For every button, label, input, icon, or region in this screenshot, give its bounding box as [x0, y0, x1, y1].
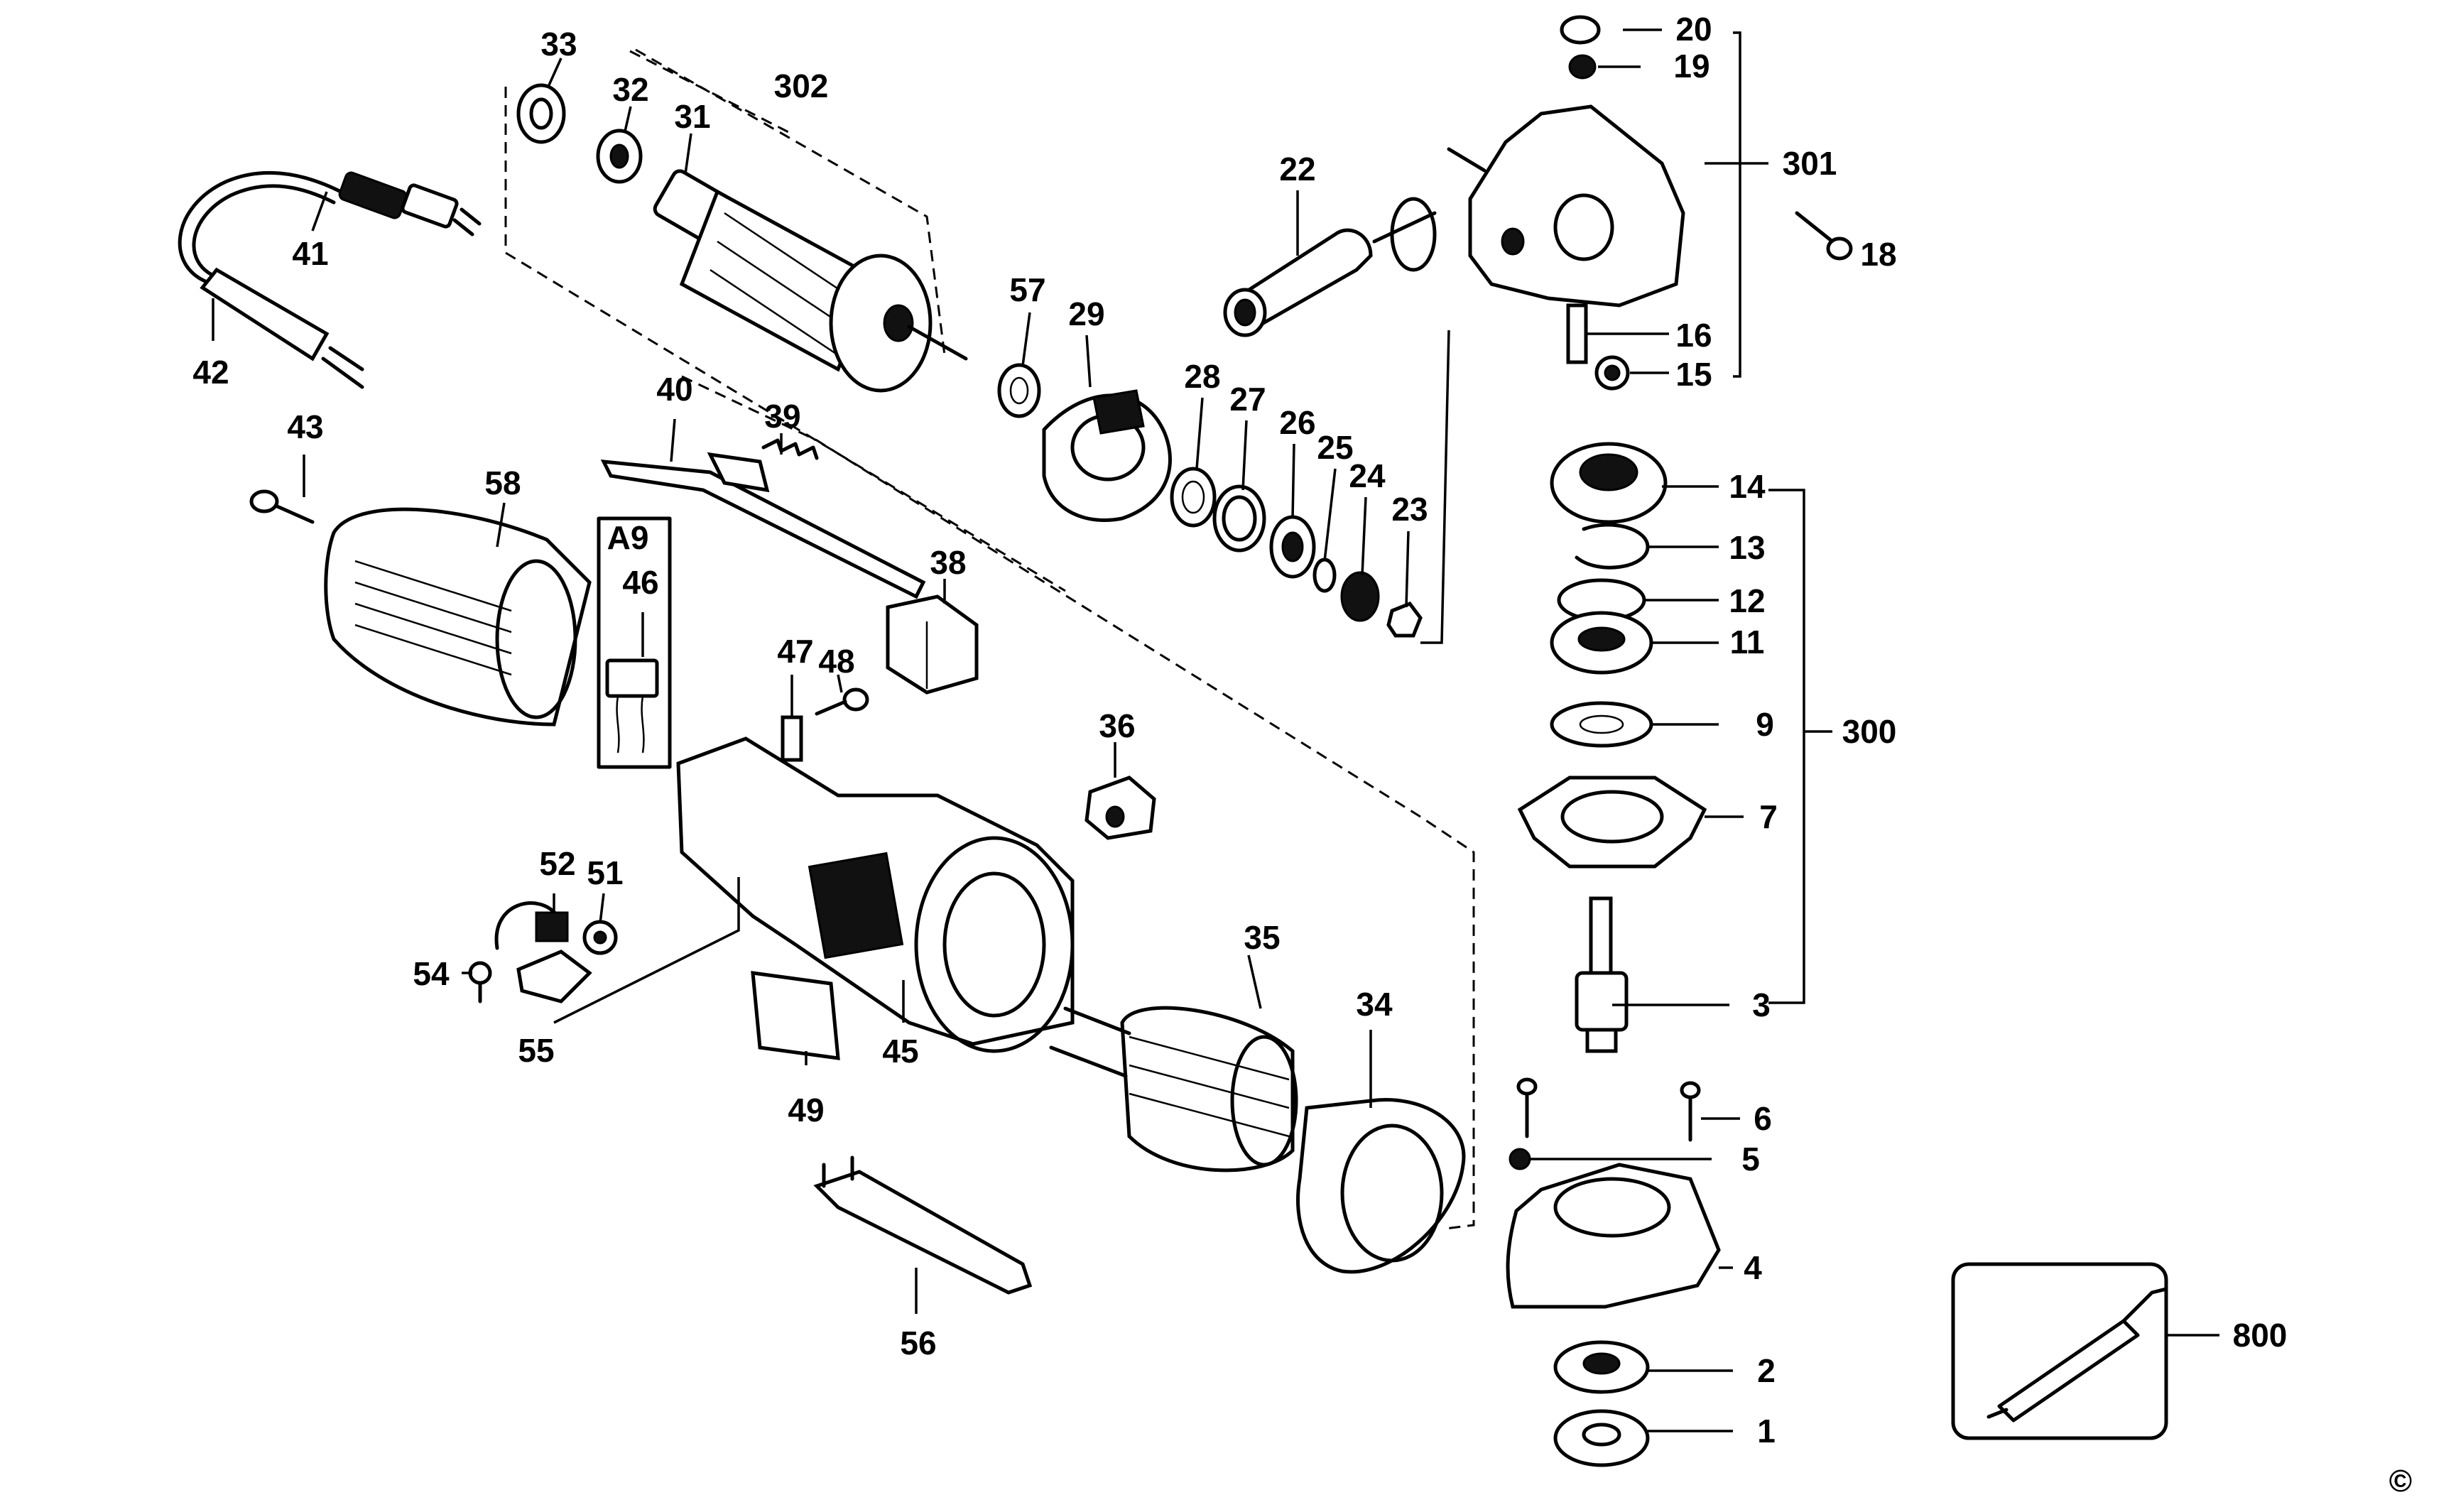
label-40: 40 [656, 371, 692, 408]
copyright-mark: © [2389, 1464, 2412, 1499]
label-300: 300 [1842, 713, 1897, 750]
part-32-bearing [596, 129, 643, 184]
label-12: 12 [1729, 582, 1765, 619]
parts [178, 15, 2168, 1467]
label-23: 23 [1391, 491, 1428, 528]
part-4-guard [1506, 1163, 1721, 1309]
label-36: 36 [1099, 707, 1135, 744]
label-800: 800 [2233, 1317, 2288, 1354]
part-38-switch [886, 594, 979, 695]
label-35: 35 [1244, 919, 1280, 956]
label-39: 39 [764, 398, 800, 435]
label-47: 47 [777, 633, 813, 670]
part-3-spindle [1575, 896, 1629, 1053]
label-26: 26 [1279, 404, 1315, 441]
label-20: 20 [1675, 11, 1712, 48]
label-43: 43 [287, 408, 323, 445]
part-49-label [751, 971, 840, 1060]
label-5: 5 [1741, 1141, 1760, 1177]
part-28-lockwasher [1170, 467, 1217, 528]
part-11-bearing [1550, 611, 1653, 675]
part-43-screw [249, 489, 315, 524]
label-41: 41 [292, 235, 328, 272]
label-7: 7 [1759, 798, 1778, 835]
assembly-lines [504, 31, 1832, 1230]
label-54: 54 [413, 955, 450, 992]
part-24-pinion [1340, 571, 1380, 622]
label-34: 34 [1356, 986, 1393, 1023]
part-31-armature [653, 169, 968, 393]
label-57: 57 [1009, 271, 1045, 308]
part-18-screw [1795, 211, 1853, 261]
part-labels: 33 32 31 302 41 42 43 58 A9 46 40 39 38 … [192, 11, 2287, 1450]
label-38: 38 [930, 544, 966, 581]
label-33: 33 [540, 26, 577, 62]
part-6-5 [1509, 1077, 1701, 1170]
label-16: 16 [1675, 317, 1712, 354]
label-32: 32 [612, 71, 648, 108]
label-9: 9 [1756, 706, 1774, 743]
label-52: 52 [539, 845, 575, 882]
label-55: 55 [518, 1032, 554, 1069]
part-14-gear [1550, 442, 1668, 524]
part-23-nut [1386, 601, 1423, 638]
part-42-cord-protector [200, 267, 364, 389]
part-41-cord [178, 170, 482, 286]
label-6: 6 [1754, 1100, 1772, 1137]
label-18: 18 [1860, 236, 1896, 273]
label-19: 19 [1673, 48, 1710, 85]
label-48: 48 [818, 643, 854, 680]
part-34-baffle [1296, 1098, 1466, 1274]
label-46: 46 [622, 564, 658, 601]
label-31: 31 [674, 98, 710, 135]
label-49: 49 [788, 1092, 824, 1128]
label-45: 45 [882, 1033, 918, 1070]
part-46-capacitor-box [597, 516, 672, 769]
part-800-kit [1951, 1262, 2168, 1440]
part-301-gearcase [1447, 104, 1685, 308]
label-28: 28 [1184, 358, 1220, 395]
part-2-flange [1553, 1340, 1650, 1394]
label-301: 301 [1783, 145, 1837, 182]
part-35-field [1049, 1006, 1298, 1173]
part-36-bracket [1085, 776, 1156, 840]
part-22-handle [1223, 197, 1437, 337]
part-45-motor-housing [676, 736, 1075, 1053]
label-51: 51 [587, 854, 623, 891]
label-25: 25 [1317, 429, 1353, 466]
label-4: 4 [1744, 1249, 1762, 1286]
label-14: 14 [1729, 468, 1766, 505]
part-7-flange [1517, 776, 1707, 869]
part-29-cover [1042, 389, 1172, 522]
label-11: 11 [1730, 624, 1765, 660]
label-29: 29 [1068, 295, 1104, 332]
label-42: 42 [192, 354, 229, 391]
leader-lines [212, 28, 2219, 1432]
label-24: 24 [1349, 457, 1386, 494]
label-15: 15 [1675, 356, 1712, 393]
part-20-19 [1560, 15, 1601, 80]
label-56: 56 [900, 1325, 936, 1361]
label-1: 1 [1757, 1413, 1776, 1450]
part-33-seal [516, 83, 566, 144]
label-13: 13 [1729, 529, 1765, 566]
part-57-washer [997, 363, 1041, 418]
part-39-spring [761, 438, 819, 460]
label-58: 58 [484, 464, 521, 501]
label-3: 3 [1752, 986, 1771, 1023]
part-1-nut [1553, 1409, 1650, 1467]
part-brush-group [468, 901, 618, 1004]
part-16-15 [1566, 303, 1630, 391]
part-56-spanner [813, 1155, 1033, 1295]
label-a9: A9 [607, 519, 649, 556]
label-302: 302 [774, 67, 829, 104]
label-27: 27 [1229, 381, 1266, 418]
label-2: 2 [1757, 1352, 1776, 1389]
part-26-bearing [1269, 515, 1316, 579]
label-22: 22 [1279, 151, 1315, 187]
part-27-ring [1212, 484, 1266, 553]
part-40-switch-rod [600, 452, 926, 599]
part-58-rear-housing [324, 507, 592, 727]
